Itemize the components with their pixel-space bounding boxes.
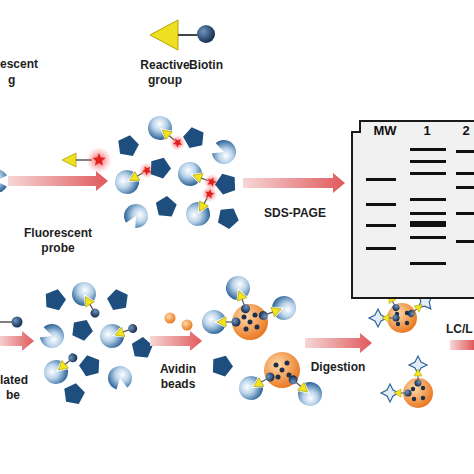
step-label: be (6, 388, 36, 403)
protein-mixture (35, 278, 153, 405)
step-label: LC/L (446, 322, 474, 337)
avidin-bead (165, 313, 176, 324)
step-label: Fluorescent probe (18, 226, 98, 256)
step-label: g (8, 73, 28, 88)
lane-label: 2 (458, 123, 474, 138)
process-arrow (305, 333, 372, 353)
step-label: Biotin (186, 58, 226, 73)
step-label: SDS-PAGE (255, 206, 335, 221)
process-arrow (450, 340, 474, 350)
lane-label: MW (365, 123, 405, 138)
process-arrow (8, 171, 108, 191)
step-label: Avidin beads (150, 362, 206, 392)
process-arrow (150, 331, 202, 351)
gel-outline (352, 121, 474, 298)
probe-key (150, 20, 215, 50)
process-arrow (0, 331, 34, 351)
protein-mixture (111, 111, 243, 234)
gel-outline (350, 118, 474, 300)
process-arrow (243, 173, 345, 193)
step-label: escent (0, 57, 60, 72)
gel-box: MW 1 2 (350, 118, 474, 300)
avidin-bead (182, 320, 193, 331)
step-label: Digestion (298, 360, 378, 375)
row-fluorescent (0, 111, 345, 234)
lane-label: 1 (417, 123, 437, 138)
step-label: lated (0, 373, 40, 388)
